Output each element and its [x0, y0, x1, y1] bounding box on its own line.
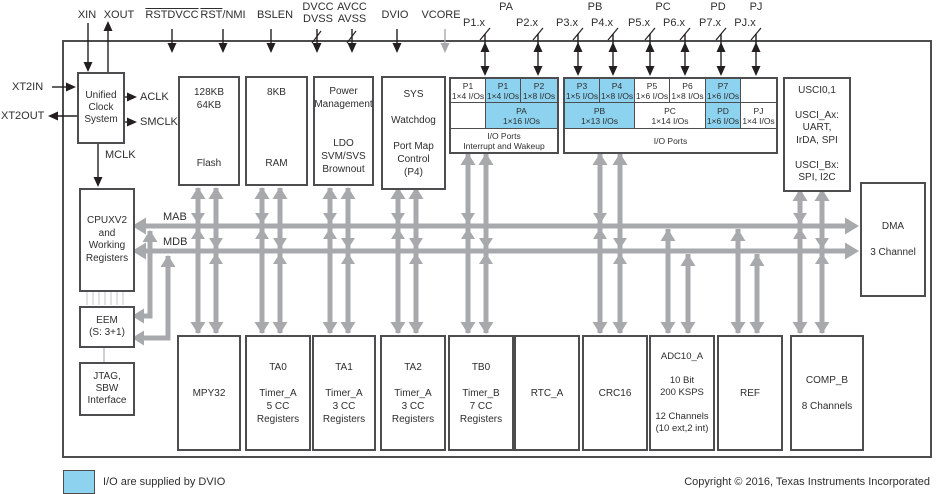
port-group-label-pc: PC: [655, 1, 671, 13]
pin-label-dvcc-dvss: DVCC DVSS: [302, 1, 334, 25]
sys-watchdog-block: SYS Watchdog Port Map Control (P4): [381, 76, 446, 190]
ta0-block: TA0 Timer_A 5 CC Registers: [245, 335, 311, 451]
signal-label-mclk: MCLK: [105, 149, 136, 161]
io-cell-p7: P7 1×6 I/Os: [705, 78, 741, 103]
tb0-block: TB0 Timer_B 7 CC Registers: [448, 335, 514, 451]
pin-label-p5x: P5.x: [627, 17, 651, 29]
io-cell-p5: P5 1×6 I/Os: [634, 78, 670, 103]
io-cell-p1-dvcc: P1 1×4 I/Os: [450, 78, 486, 103]
pin-label-p2x: P2.x: [515, 17, 539, 29]
pin-label-rst-nmi: RST/NMI: [200, 9, 246, 21]
io-cell-io-ports: I/O Ports: [564, 128, 777, 153]
usci-block: USCI0,1 USCI_Ax: UART, IrDA, SPI USCI_Bx…: [783, 77, 851, 192]
io-cell-p3: P3 1×5 I/Os: [564, 78, 600, 103]
port-group-label-pa: PA: [499, 1, 513, 13]
flash-block: 128KB 64KB Flash: [178, 76, 240, 186]
pin-label-p3x: P3.x: [555, 17, 579, 29]
io-cell-pa: PA 1×16 I/Os: [485, 102, 558, 129]
pin-label-rstdvcc: RSTDVCC: [145, 9, 199, 21]
pin-label-p7x: P7.x: [698, 17, 722, 29]
copyright-text: Copyright © 2016, Texas Instruments Inco…: [684, 476, 930, 488]
io-cell-interrupt-wakeup: I/O Ports Interrupt and Wakeup: [450, 128, 558, 153]
ta2-block: TA2 Timer_A 3 CC Registers: [380, 335, 446, 451]
pin-label-avcc-avss: AVCC AVSS: [337, 1, 367, 25]
io-cell-p4: P4 1×8 I/Os: [599, 78, 635, 103]
pin-label-vcore: VCORE: [421, 9, 461, 21]
dma-block: DMA 3 Channel: [860, 182, 926, 297]
eem-block: EEM (S: 3+1): [79, 306, 135, 348]
port-group-label-pb: PB: [587, 1, 603, 13]
ref-block: REF: [717, 335, 783, 451]
power-management-block: Power Management LDO SVM/SVS Brownout: [313, 76, 374, 186]
pin-label-p6x: P6.x: [662, 17, 686, 29]
pin-label-xt2out: XT2OUT: [1, 110, 45, 122]
io-cell-pj-blank: [740, 78, 777, 103]
io-ports-table-pb-pj: P3 1×5 I/Os P4 1×8 I/Os P5 1×6 I/Os P6 1…: [563, 77, 778, 154]
io-cell-pc: PC 1×14 I/Os: [634, 102, 706, 129]
signal-label-smclk: SMCLK: [140, 116, 178, 128]
chip-outline: [62, 40, 932, 458]
comp-b-block: COMP_B 8 Channels: [790, 335, 864, 451]
signal-label-aclk: ACLK: [140, 91, 169, 103]
adc10-block: ADC10_A 10 Bit 200 KSPS 12 Channels (10 …: [649, 335, 715, 451]
io-cell-pb: PB 1×13 I/Os: [564, 102, 635, 129]
jtag-sbw-block: JTAG, SBW Interface: [79, 362, 135, 416]
port-group-label-pj: PJ: [749, 1, 763, 13]
pin-label-dvio: DVIO: [381, 9, 409, 21]
pin-label-p1x: P1.x: [462, 17, 486, 29]
legend-dvio-swatch: [63, 470, 95, 494]
io-cell-pj: PJ 1×4 I/Os: [740, 102, 777, 129]
pin-label-xin: XIN: [77, 9, 97, 21]
io-cell-p1-dvio: P1 1×4 I/Os: [485, 78, 521, 103]
pin-label-pjx: PJ.x: [734, 17, 756, 29]
pin-label-xt2in: XT2IN: [12, 81, 44, 93]
ta1-block: TA1 Timer_A 3 CC Registers: [312, 335, 376, 451]
pin-label-xout: XOUT: [103, 9, 135, 21]
crc16-block: CRC16: [582, 335, 648, 451]
mpy32-block: MPY32: [177, 335, 241, 451]
io-cell-pa-blank: [450, 102, 486, 129]
pin-label-p4x: P4.x: [590, 17, 614, 29]
port-group-label-pd: PD: [710, 1, 726, 13]
cpu-block: CPUXV2 and Working Registers: [79, 188, 135, 292]
legend-text: I/O are supplied by DVIO: [103, 476, 226, 488]
unified-clock-system-block: Unified Clock System: [77, 72, 125, 144]
rtc-block: RTC_A: [514, 335, 580, 451]
bus-label-mdb: MDB: [163, 236, 188, 248]
pin-label-bslen: BSLEN: [256, 9, 294, 21]
io-cell-p6: P6 1×8 I/Os: [669, 78, 706, 103]
io-cell-p2: P2 1×8 I/Os: [520, 78, 558, 103]
io-cell-pd: PD 1×6 I/Os: [705, 102, 741, 129]
ram-block: 8KB RAM: [245, 76, 308, 186]
bus-label-mab: MAB: [163, 211, 187, 223]
io-ports-table-pa: P1 1×4 I/Os P1 1×4 I/Os P2 1×8 I/Os PA 1…: [449, 77, 559, 154]
